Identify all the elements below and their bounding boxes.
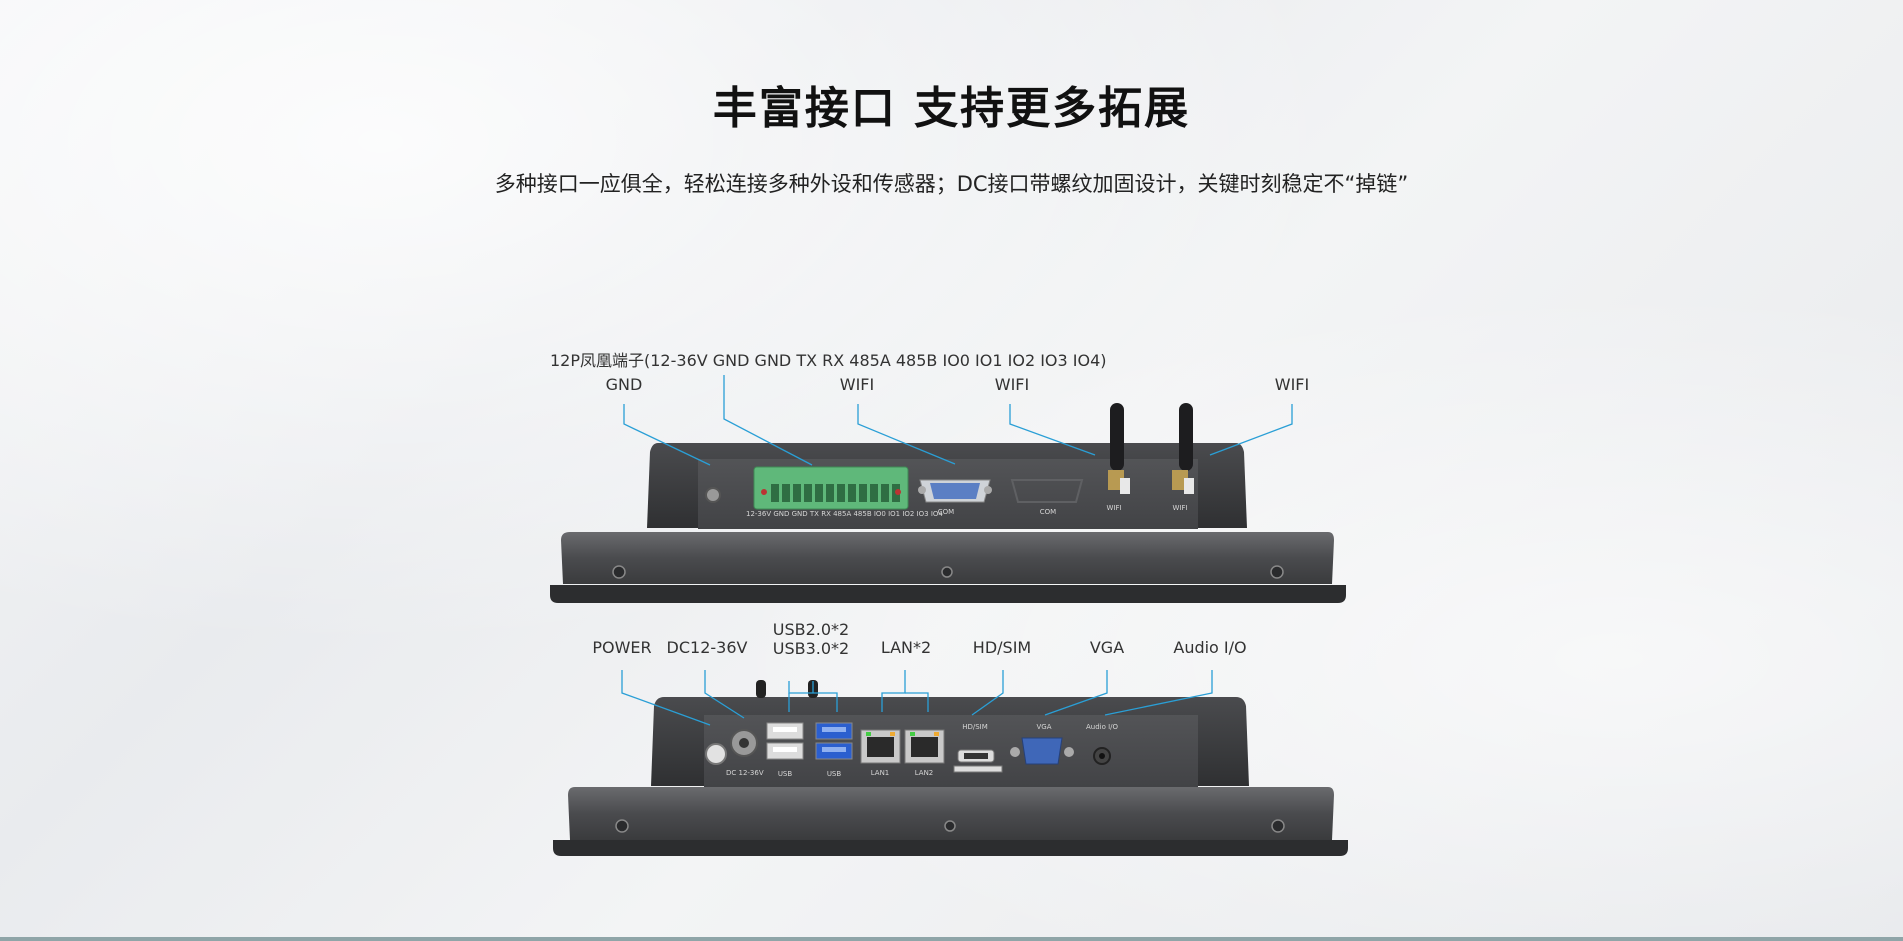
callout-lan: LAN*2 — [880, 638, 932, 657]
terminal-pins — [771, 484, 900, 502]
com1-silk-label: COM — [938, 508, 954, 516]
wifi1-silk-label: WIFI — [1106, 504, 1121, 512]
terminal-silk-label: 12-36V GND GND TX RX 485A 485B IO0 IO1 I… — [746, 510, 943, 518]
callout-audio: Audio I/O — [1173, 638, 1247, 657]
dc-silk-label: DC 12-36V — [726, 769, 764, 777]
callout-wifi-2: WIFI — [994, 375, 1030, 394]
bottom-bezel — [553, 840, 1348, 856]
callout-hdsim: HD/SIM — [972, 638, 1032, 657]
callout-vga: VGA — [1089, 638, 1125, 657]
page-title: 丰富接口 支持更多拓展 — [712, 83, 1191, 134]
callout-gnd: GND — [605, 375, 643, 394]
callout-lines — [621, 375, 1293, 726]
callout-wifi-1: WIFI — [839, 375, 875, 394]
screw — [944, 820, 956, 832]
callout-power: POWER — [592, 638, 652, 657]
terminal-header-label: 12P凤凰端子(12-36V GND GND TX RX 485A 485B I… — [550, 351, 1107, 370]
wifi-antenna-2 — [1172, 403, 1194, 494]
usb3-ports — [815, 722, 853, 760]
hdsim-silk-label: HD/SIM — [962, 723, 988, 731]
power-button — [705, 743, 727, 765]
callout-dc: DC12-36V — [666, 638, 748, 657]
screw — [612, 565, 626, 579]
wifi2-silk-label: WIFI — [1172, 504, 1187, 512]
wifi-antenna-1 — [1108, 403, 1130, 494]
sim-slot — [953, 765, 1003, 773]
screw — [615, 819, 629, 833]
vga-silk-label: VGA — [1036, 723, 1051, 731]
page-subtitle: 多种接口一应俱全，轻松连接多种外设和传感器；DC接口带螺纹加固设计，关键时刻稳定… — [494, 172, 1409, 196]
screw — [1271, 819, 1285, 833]
usb1-silk-label: USB — [778, 770, 793, 778]
usb2-silk-label: USB — [827, 770, 842, 778]
gnd-screw — [705, 487, 721, 503]
screw — [1270, 565, 1284, 579]
bottom-divider — [0, 937, 1903, 941]
callout-usb-line1: USB2.0*2 — [772, 620, 850, 639]
com-port-2 — [1010, 479, 1084, 503]
top-device: 12-36V GND GND TX RX 485A 485B IO0 IO1 I… — [550, 403, 1346, 603]
callout-usb-line2: USB3.0*2 — [772, 639, 850, 658]
screw — [941, 566, 953, 578]
vga-port — [1021, 737, 1063, 765]
audio-silk-label: Audio I/O — [1086, 723, 1119, 731]
bottom-frame — [568, 787, 1334, 840]
lan2-silk-label: LAN2 — [915, 769, 934, 777]
top-bezel — [550, 585, 1346, 603]
lan1-silk-label: LAN1 — [871, 769, 890, 777]
top-frame — [561, 532, 1334, 584]
bottom-device: DC 12-36V USB USB LAN1 LAN2 HD/SIM VGA A… — [553, 680, 1348, 856]
usb2-ports — [766, 722, 804, 760]
com2-silk-label: COM — [1040, 508, 1056, 516]
callout-wifi-3: WIFI — [1274, 375, 1310, 394]
lan-ports — [860, 729, 945, 764]
